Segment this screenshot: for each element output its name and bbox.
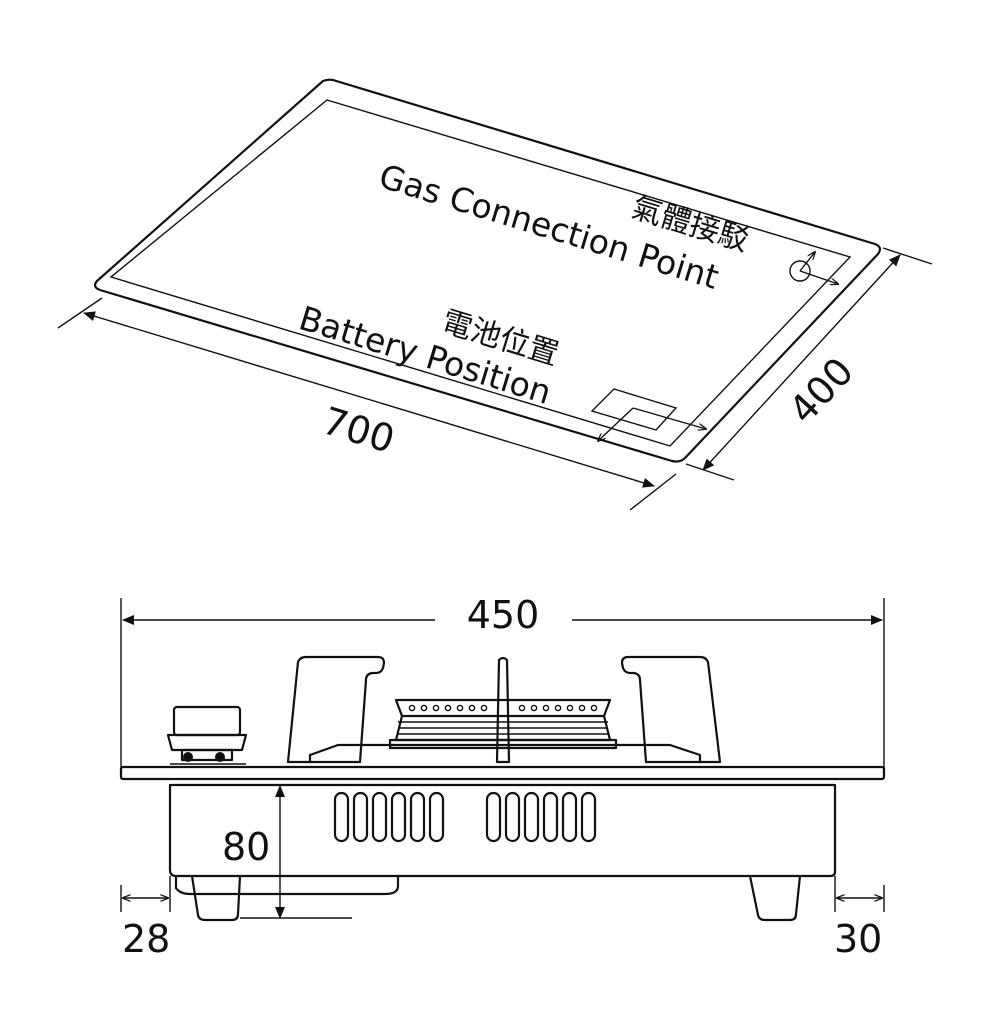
top-view: Gas Connection Point 氣體接駁 Battery Positi… bbox=[57, 78, 933, 511]
burner bbox=[388, 698, 618, 750]
dim-28-label: 28 bbox=[122, 917, 170, 961]
dim-30-label: 30 bbox=[834, 917, 882, 961]
dimension-450: 450 bbox=[120, 593, 885, 770]
lower-body bbox=[168, 783, 837, 878]
dim-450-label: 450 bbox=[467, 593, 540, 637]
side-view: 450 bbox=[119, 593, 886, 961]
lower-body-bottom-left bbox=[174, 874, 400, 896]
pan-support-right bbox=[620, 655, 722, 764]
dimension-28: 28 bbox=[120, 876, 171, 961]
vent-slots-left bbox=[333, 791, 445, 843]
glass-top-plate bbox=[119, 765, 886, 781]
pan-support-left bbox=[286, 655, 386, 764]
gas-connection-icon bbox=[789, 252, 838, 284]
control-knob bbox=[166, 705, 248, 765]
dim-80-label: 80 bbox=[222, 825, 270, 869]
foot-left bbox=[190, 874, 242, 922]
dim-400-label: 400 bbox=[780, 349, 862, 432]
hob-outline bbox=[93, 78, 882, 463]
hob-inner-edge bbox=[109, 99, 852, 447]
vent-slots-right bbox=[485, 791, 597, 843]
pan-support-center bbox=[495, 656, 511, 764]
burner-ports bbox=[408, 704, 598, 712]
dimension-80: 80 bbox=[222, 785, 352, 919]
dimension-400: 400 bbox=[685, 247, 933, 481]
dim-700-label: 700 bbox=[317, 399, 399, 462]
dimension-30: 30 bbox=[834, 876, 885, 961]
foot-right bbox=[748, 874, 802, 922]
battery-position-icon bbox=[590, 388, 706, 441]
pan-support-base bbox=[308, 743, 702, 764]
